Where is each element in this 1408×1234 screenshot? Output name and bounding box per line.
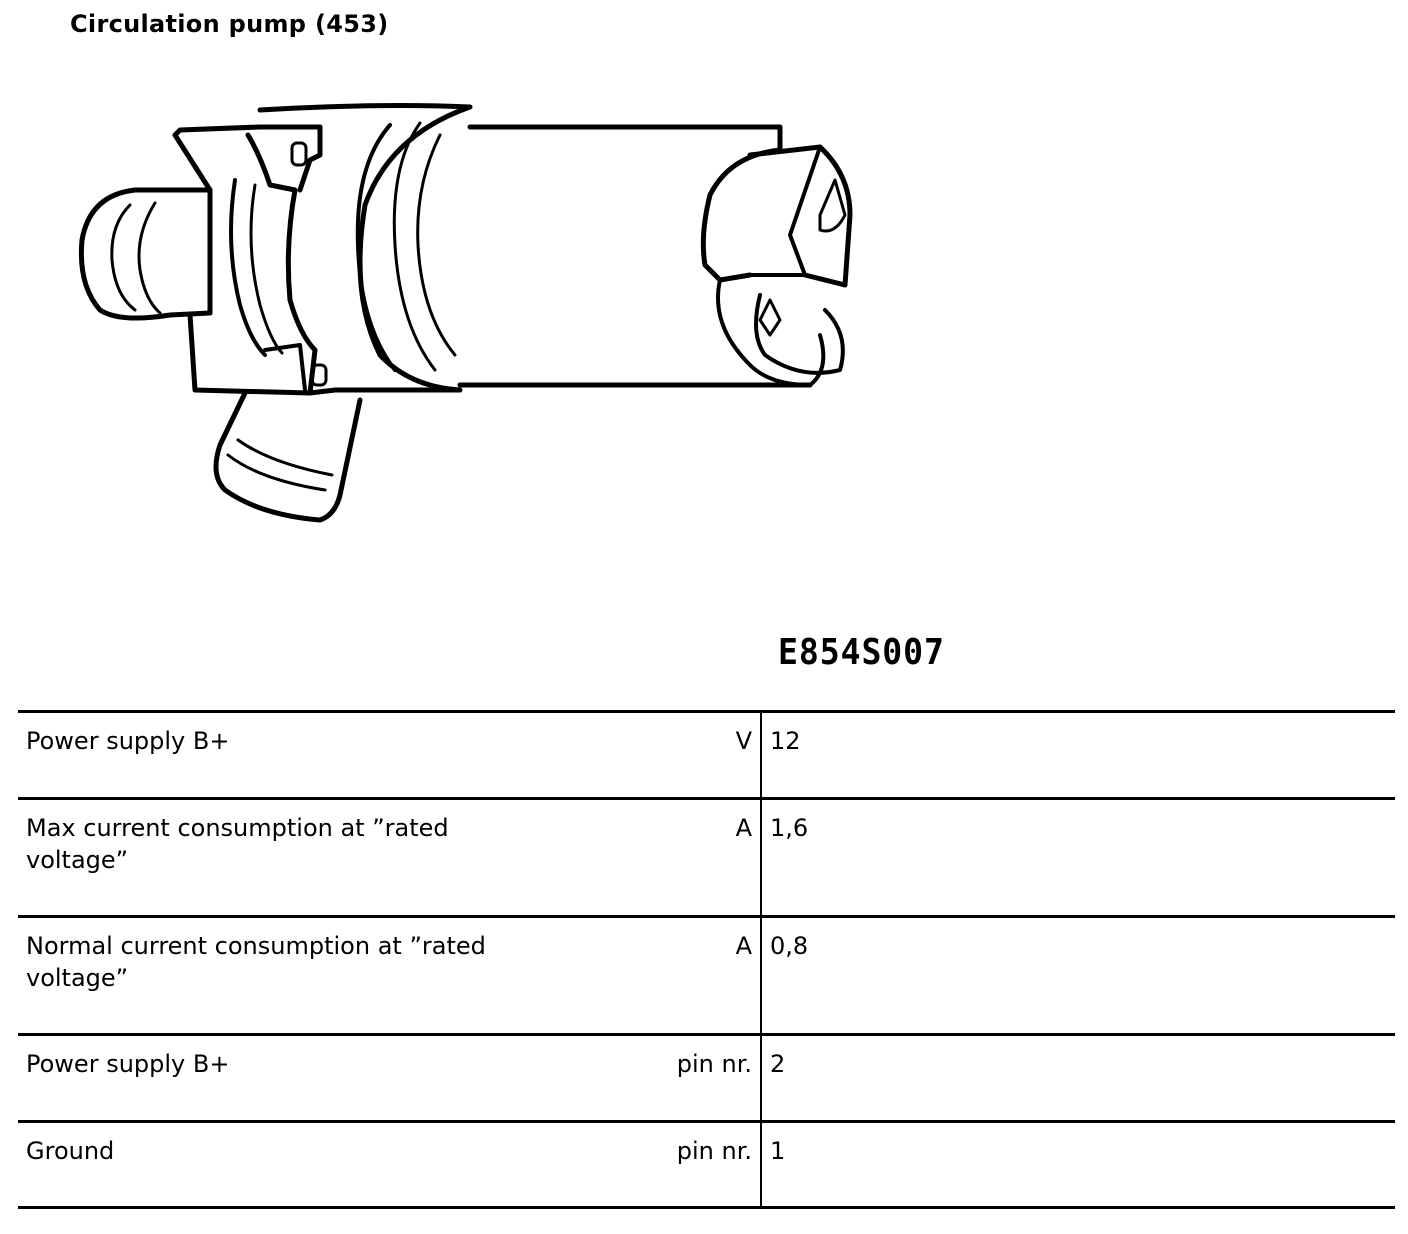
table-row: Ground pin nr. 1 — [18, 1121, 1395, 1208]
parameter-value: 12 — [770, 727, 801, 755]
page-title: Circulation pump (453) — [70, 10, 389, 38]
parameter-label: Normal current consumption at ”rated vol… — [26, 932, 486, 992]
figure-reference-code: E854S007 — [778, 632, 945, 673]
table-row: Normal current consumption at ”rated vol… — [18, 916, 1395, 1035]
table-row: Power supply B+ pin nr. 2 — [18, 1034, 1395, 1122]
specification-table: Power supply B+ V 12 Max current consump… — [18, 710, 1395, 1209]
parameter-label: Power supply B+ — [26, 1050, 230, 1078]
parameter-label: Max current consumption at ”rated voltag… — [26, 814, 449, 874]
parameter-value: 0,8 — [770, 932, 809, 960]
table-row: Max current consumption at ”rated voltag… — [18, 798, 1395, 917]
parameter-unit: A — [554, 916, 762, 1035]
parameter-value: 1 — [770, 1137, 786, 1165]
circulation-pump-illustration — [78, 103, 853, 523]
parameter-value: 1,6 — [770, 814, 809, 842]
parameter-value: 2 — [770, 1050, 786, 1078]
parameter-unit: pin nr. — [554, 1121, 762, 1208]
parameter-label: Power supply B+ — [26, 727, 230, 755]
parameter-unit: pin nr. — [554, 1034, 762, 1122]
parameter-unit: V — [554, 711, 762, 799]
parameter-label: Ground — [26, 1137, 115, 1165]
parameter-unit: A — [554, 798, 762, 917]
table-row: Power supply B+ V 12 — [18, 711, 1395, 799]
